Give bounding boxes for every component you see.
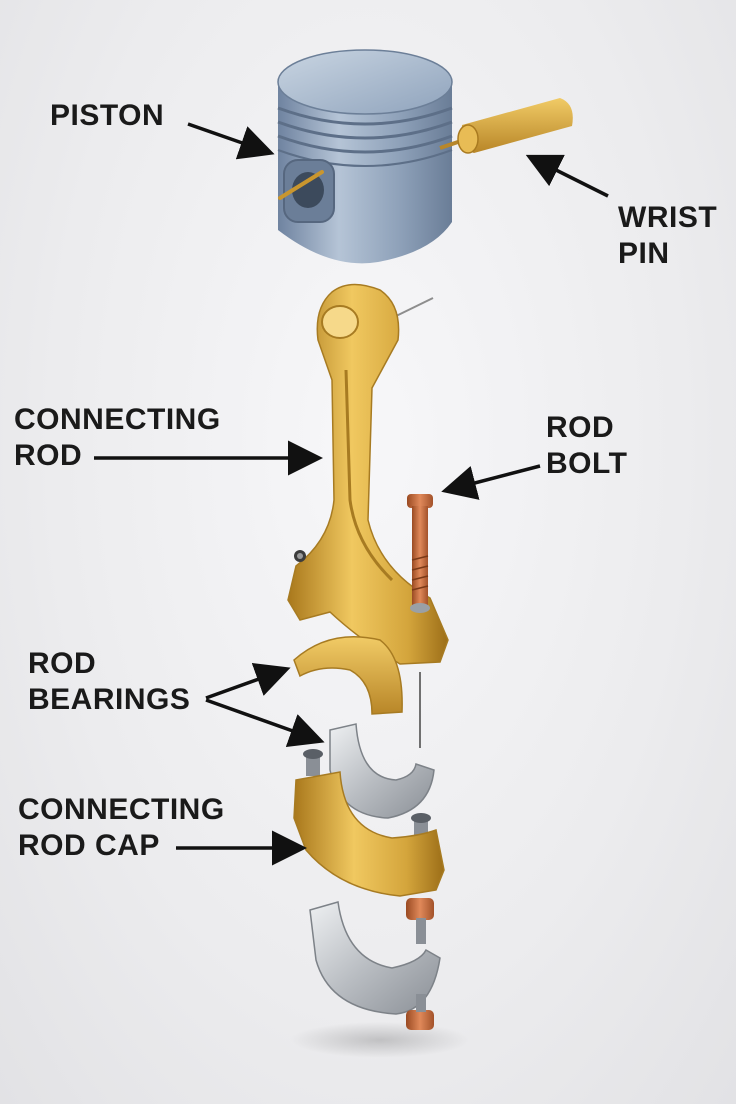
arrow-piston xyxy=(187,122,275,160)
label-wrist-pin-line-1: WRIST xyxy=(618,201,718,234)
label-connecting-rod-cap-line-1: CONNECTING xyxy=(18,793,225,826)
label-connecting-rod-cap: CONNECTING ROD CAP xyxy=(18,792,225,864)
lower-rod-bearing-part xyxy=(329,723,435,819)
callout-arrows xyxy=(94,122,609,866)
label-rod-bearings-line-2: BEARINGS xyxy=(28,683,191,716)
label-rod-bearings: ROD BEARINGS xyxy=(28,646,190,718)
connecting-rod-part xyxy=(287,283,449,665)
label-piston: PISTON xyxy=(50,98,164,134)
upper-rod-bearing-part xyxy=(293,636,403,715)
label-connecting-rod: CONNECTING ROD xyxy=(14,402,221,474)
label-connecting-rod-line-1: CONNECTING xyxy=(14,403,221,436)
label-wrist-pin-line-2: PIN xyxy=(618,237,670,270)
label-rod-bolt-line-1: ROD xyxy=(546,411,615,444)
label-wrist-pin: WRIST PIN xyxy=(618,200,717,272)
arrow-rod-bolt xyxy=(441,464,541,500)
label-connecting-rod-line-2: ROD xyxy=(14,439,83,472)
label-piston-line: PISTON xyxy=(50,99,165,132)
bottom-bearing-part xyxy=(309,898,441,1030)
label-connecting-rod-cap-line-2: ROD CAP xyxy=(18,829,160,862)
arrow-rod-bearings-lower xyxy=(205,698,325,748)
arrow-wrist-pin xyxy=(525,154,609,198)
label-rod-bolt-line-2: BOLT xyxy=(546,447,628,480)
piston-part xyxy=(277,49,453,264)
wrist-pin-part xyxy=(439,98,573,154)
rod-bolt-part xyxy=(407,494,433,748)
label-rod-bolt: ROD BOLT xyxy=(546,410,627,482)
ground-shadow xyxy=(290,1022,470,1058)
connecting-rod-cap-part xyxy=(293,749,445,897)
arrow-rod-bearings-upper xyxy=(205,662,291,700)
label-rod-bearings-line-1: ROD xyxy=(28,647,97,680)
